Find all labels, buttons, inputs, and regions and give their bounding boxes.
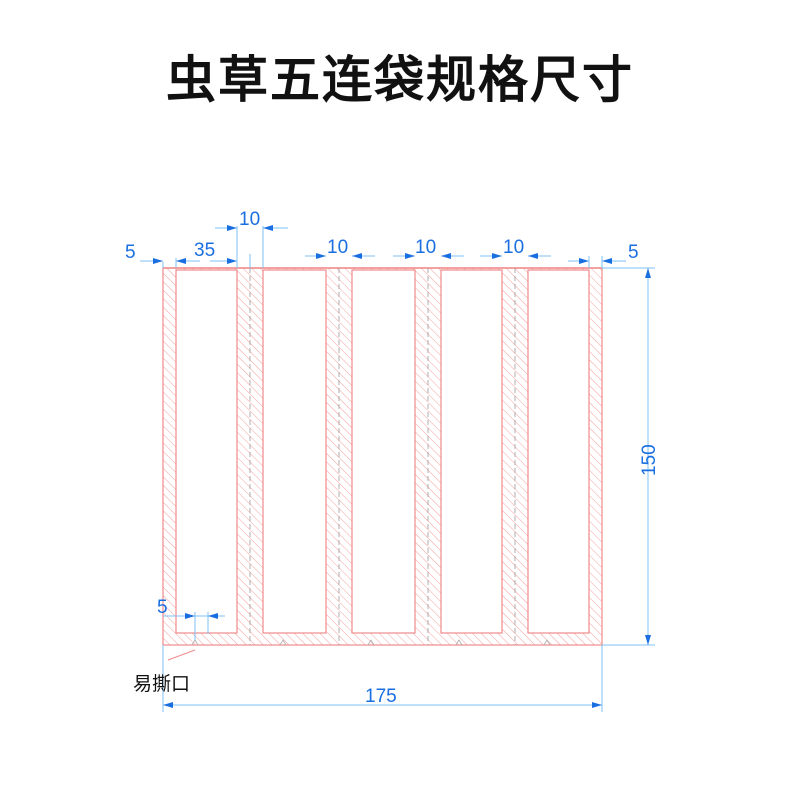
pocket-4 [440,269,503,634]
dimension-lines [140,225,655,712]
dim-total-width: 175 [365,686,397,707]
dim-pocket-width: 35 [194,240,215,261]
dim-tear-offset: 5 [157,597,168,618]
pocket-3 [351,269,416,634]
bag-outline [162,267,603,661]
cut-lines [249,268,516,645]
tear-notches [191,639,551,646]
dim-right-margin: 5 [628,242,639,263]
dim-seal-1: 10 [239,209,260,230]
dim-seal-2: 10 [327,237,348,258]
dim-height: 150 [639,444,660,476]
pocket-5 [527,269,590,634]
page-title: 虫草五连袋规格尺寸 [166,51,634,109]
dim-seal-4: 10 [503,237,524,258]
dim-left-margin: 5 [125,242,136,263]
pocket-2 [262,269,327,634]
dim-seal-3: 10 [415,237,436,258]
tear-notch-label: 易撕口 [133,673,190,695]
pocket-1 [175,269,238,634]
